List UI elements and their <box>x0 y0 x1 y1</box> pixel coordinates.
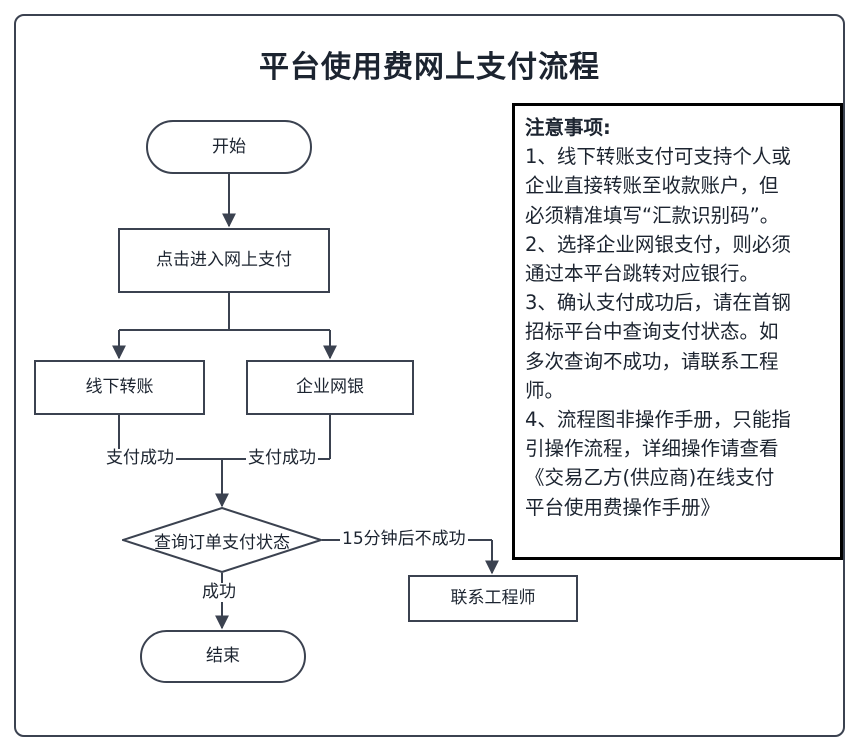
node-offline-label: 线下转账 <box>85 377 154 398</box>
notes-line: 引操作流程，详细操作请查看 <box>525 437 779 461</box>
notes-panel: 注意事项: 1、线下转账支付可支持个人或 企业直接转账至收款账户，但 必须精准填… <box>512 103 843 560</box>
node-offline-transfer[interactable]: 线下转账 <box>34 360 205 415</box>
node-end[interactable]: 结束 <box>140 630 306 683</box>
notes-line: 3、确认支付成功后，请在首钢 <box>525 291 791 315</box>
node-contact-engineer[interactable]: 联系工程师 <box>408 575 578 622</box>
node-query-order-payment-status[interactable]: 查询订单支付状态 <box>122 507 322 573</box>
node-end-label: 结束 <box>206 646 240 667</box>
node-enterprise-ebank[interactable]: 企业网银 <box>246 360 414 415</box>
node-ebank-label: 企业网银 <box>296 377 364 398</box>
node-enter-label: 点击进入网上支付 <box>156 250 292 271</box>
notes-line: 2、选择企业网银支付，则必须 <box>525 232 791 256</box>
notes-line: 通过本平台跳转对应银行。 <box>525 262 760 286</box>
notes-line: 师。 <box>525 378 565 402</box>
edge-label-timeout-failure: 15分钟后不成功 <box>340 529 468 549</box>
edge-label-ebank-success: 支付成功 <box>246 448 318 468</box>
notes-line: 《交易乙方(供应商)在线支付 <box>525 466 775 490</box>
notes-line: 多次查询不成功，请联系工程 <box>525 349 779 373</box>
notes-title: 注意事项: <box>525 116 611 139</box>
node-start-label: 开始 <box>212 136 246 157</box>
notes-line: 平台使用费操作手册》 <box>525 495 721 519</box>
page-title: 平台使用费网上支付流程 <box>259 50 600 85</box>
notes-line: 1、线下转账支付可支持个人或 <box>525 145 791 169</box>
node-contact-label: 联系工程师 <box>450 588 536 609</box>
notes-line: 4、流程图非操作手册，只能指 <box>525 408 791 432</box>
edge-label-offline-success: 支付成功 <box>104 448 176 468</box>
notes-line: 招标平台中查询支付状态。如 <box>525 320 779 344</box>
node-start[interactable]: 开始 <box>146 120 312 174</box>
edge-label-query-success: 成功 <box>200 582 238 602</box>
notes-line: 必须精准填写“汇款识别码”。 <box>525 203 780 227</box>
node-click-enter-online-payment[interactable]: 点击进入网上支付 <box>118 228 330 293</box>
notes-line: 企业直接转账至收款账户，但 <box>525 174 779 198</box>
node-query-label: 查询订单支付状态 <box>154 532 290 553</box>
decision-diamond-shape <box>122 507 322 573</box>
